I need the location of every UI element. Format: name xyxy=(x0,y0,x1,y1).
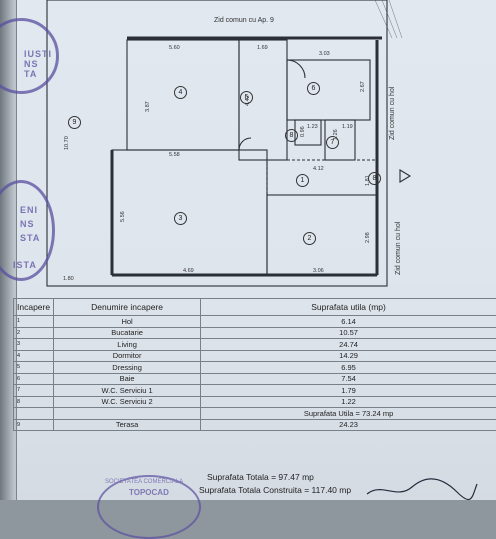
cell-name: Dressing xyxy=(54,362,201,374)
cell-idx: 7 xyxy=(14,385,54,397)
total-area: Suprafata Totala = 97.47 mp xyxy=(207,472,314,482)
entrance-marker: 8 xyxy=(368,172,381,185)
dim-label: 3.06 xyxy=(313,268,324,274)
dim-label: 1.23 xyxy=(307,124,318,130)
room-number: 7 xyxy=(326,136,339,149)
room-bathroom xyxy=(287,60,370,120)
room-number: 6 xyxy=(307,82,320,95)
right-wall-label-lower: Zid comun cu hol xyxy=(395,222,402,275)
dim-label: 5.60 xyxy=(169,45,180,51)
dim-label: 2.98 xyxy=(365,232,371,243)
cell-area: 7.54 xyxy=(201,373,496,385)
document-sheet: Zid comun cu Ap. 9 Zid comun cu hol Zid … xyxy=(16,0,496,500)
cell-name: Bucatarie xyxy=(54,327,201,339)
dim-label: 4.12 xyxy=(313,166,324,172)
cell-idx: 2 xyxy=(14,327,54,339)
cell-name: Living xyxy=(54,339,201,351)
cell-area: 24.74 xyxy=(201,339,496,351)
signature xyxy=(362,472,482,502)
cell-area: 1.79 xyxy=(201,385,496,397)
dim-label: 1.69 xyxy=(257,45,268,51)
dim-label: 2.67 xyxy=(360,81,366,92)
cell-idx: 3 xyxy=(14,339,54,351)
dim-label: 5.56 xyxy=(120,211,126,222)
cell-area: 14.29 xyxy=(201,350,496,362)
room-number: 1 xyxy=(296,174,309,187)
room-living xyxy=(112,150,267,275)
table-header-row: Incapere Denumire incapere Suprafata uti… xyxy=(14,299,496,316)
dim-label: 1.19 xyxy=(342,124,353,130)
cell-idx: 9 xyxy=(14,419,54,431)
room-number: 2 xyxy=(303,232,316,245)
built-total-area: Suprafata Totala Construita = 117.40 mp xyxy=(199,485,351,495)
cell-name: Terasa xyxy=(54,419,201,431)
cell-idx: 6 xyxy=(14,373,54,385)
cell-name: Baie xyxy=(54,373,201,385)
cell-idx: 1 xyxy=(14,316,54,328)
room-number: 9 xyxy=(68,116,81,129)
dim-label: 3.87 xyxy=(145,101,151,112)
useful-total-row: Suprafata Utila = 73.24 mp xyxy=(14,408,496,420)
dim-label: 5.58 xyxy=(169,152,180,158)
header-area: Suprafata utila (mp) xyxy=(201,299,496,316)
cell-area: 24.23 xyxy=(201,419,496,431)
cell-area: 10.57 xyxy=(201,327,496,339)
rooms-table: Incapere Denumire incapere Suprafata uti… xyxy=(13,298,496,431)
dim-label: 3.03 xyxy=(319,51,330,57)
right-wall-label-upper: Zid comun cu hol xyxy=(389,87,396,140)
room-number: 4 xyxy=(174,86,187,99)
cell-idx: 4 xyxy=(14,350,54,362)
cell-area: 1.22 xyxy=(201,396,496,408)
footer-stamp: SOCIETATEA COMERCIALA TOPOCAD xyxy=(97,475,201,539)
cell-name: W.C. Serviciu 1 xyxy=(54,385,201,397)
dim-label: 4.69 xyxy=(183,268,194,274)
top-wall-label: Zid comun cu Ap. 9 xyxy=(214,17,274,24)
cell-area: 6.95 xyxy=(201,362,496,374)
cell-idx: 5 xyxy=(14,362,54,374)
room-number: 5 xyxy=(240,91,253,104)
cell-name: Dormitor xyxy=(54,350,201,362)
entrance-arrow xyxy=(400,170,410,182)
dim-label: 0.96 xyxy=(300,126,306,137)
dim-label: 1.80 xyxy=(63,276,74,282)
header-name: Denumire incapere xyxy=(54,299,201,316)
cell-area: 6.14 xyxy=(201,316,496,328)
cell-name: W.C. Serviciu 2 xyxy=(54,396,201,408)
dim-label: 10.70 xyxy=(64,136,70,150)
cell-name: Hol xyxy=(54,316,201,328)
header-idx: Incapere xyxy=(14,299,54,316)
room-kitchen xyxy=(267,195,377,275)
room-number: 8 xyxy=(285,129,298,142)
useful-total: Suprafata Utila = 73.24 mp xyxy=(201,408,496,420)
room-number: 3 xyxy=(174,212,187,225)
cell-idx: 8 xyxy=(14,396,54,408)
